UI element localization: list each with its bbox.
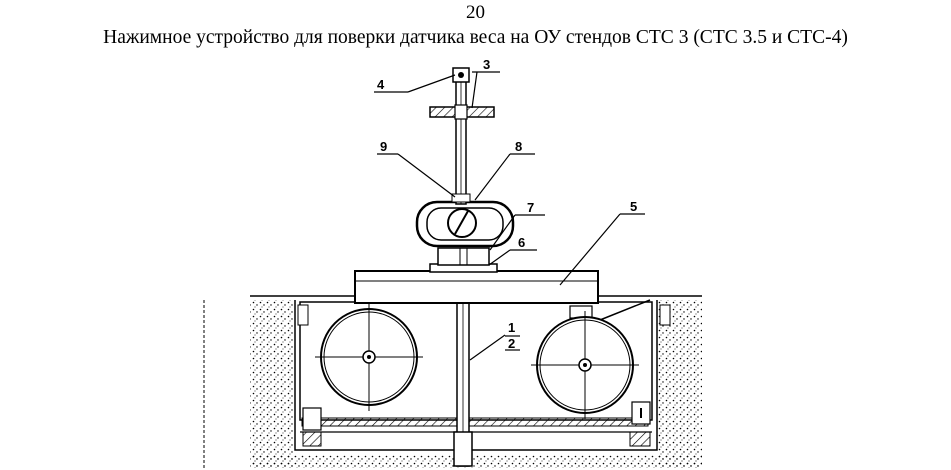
page-number: 20 [466, 2, 485, 23]
handwheel [429, 104, 495, 120]
callout-5: 5 [630, 199, 637, 214]
platform [354, 270, 599, 304]
callout-4: 4 [377, 77, 385, 92]
upper-screw [451, 67, 471, 205]
left-roller [315, 303, 423, 411]
pit-ground [203, 295, 702, 468]
callout-9: 9 [380, 139, 387, 154]
callout-2: 2 [508, 336, 515, 351]
callout-3: 3 [483, 57, 490, 72]
page-title: Нажимное устройство для поверки датчика … [103, 27, 848, 48]
callout-1: 1 [508, 320, 515, 335]
lower-rod [453, 295, 473, 467]
leader-lines [374, 71, 645, 361]
callout-7: 7 [527, 200, 534, 215]
base-plate [429, 247, 498, 273]
callout-8: 8 [515, 139, 522, 154]
callout-6: 6 [518, 235, 525, 250]
dynamometer [415, 200, 515, 248]
right-roller [531, 311, 639, 419]
